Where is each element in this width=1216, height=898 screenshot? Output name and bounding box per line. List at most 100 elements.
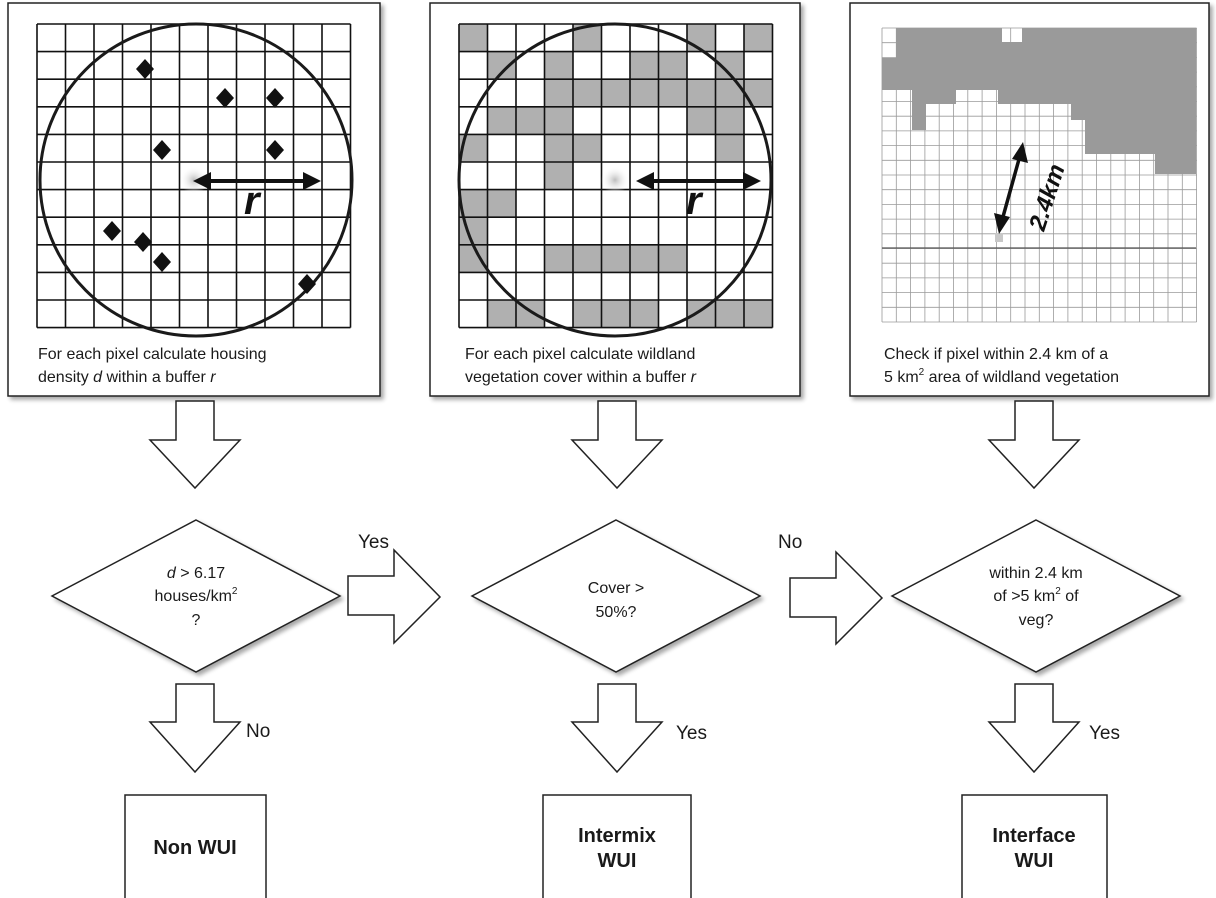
decision-line2: 50%? <box>596 604 637 621</box>
buffer-circle <box>38 22 354 338</box>
decision-line1: d > 6.17 <box>167 565 225 582</box>
arrow-down-d1 <box>148 683 242 774</box>
result-label-line2: WUI <box>1015 850 1054 872</box>
vegetation-cell <box>630 244 659 273</box>
vegetation-cell <box>601 300 630 328</box>
decision-line3: veg? <box>1019 612 1054 629</box>
panel-caption-line2: 5 km2 area of wildland vegetation <box>884 367 1119 386</box>
panel-caption-line2: vegetation cover within a buffer r <box>465 369 697 386</box>
center-pixel <box>601 166 629 194</box>
decision-line2: of >5 km2 of <box>993 586 1079 605</box>
house-markers <box>103 59 316 294</box>
house-marker <box>298 274 316 294</box>
vegetation-cell <box>487 106 516 135</box>
panel-caption-line1: Check if pixel within 2.4 km of a <box>884 346 1108 363</box>
vegetation-cell <box>544 79 573 107</box>
vegetation-cell <box>573 134 602 162</box>
house-marker <box>134 232 152 252</box>
vegetation-cell <box>544 51 573 80</box>
decision-line1: within 2.4 km <box>988 565 1082 582</box>
edge-label-no: No <box>246 721 270 742</box>
result-intermix-wui: Intermix WUI <box>542 794 692 898</box>
decision-housing-density: d > 6.17 houses/km2 ? <box>50 519 342 673</box>
vegetation-cell <box>573 244 602 273</box>
panel-caption-line2: density d within a buffer r <box>38 369 216 386</box>
edge-label-yes: Yes <box>1089 723 1120 744</box>
panel-frame <box>7 2 381 397</box>
arrow-right-d1-to-d2 <box>347 548 442 645</box>
decision-vegetation-cover: Cover > 50%? <box>470 519 762 673</box>
decision-line3: ? <box>192 612 201 629</box>
decision-line2: houses/km2 <box>155 586 238 605</box>
vegetation-cell <box>658 79 687 107</box>
vegetation-cell <box>630 51 659 80</box>
vegetation-cell <box>687 106 716 135</box>
vegetation-cell <box>487 300 516 328</box>
decision-line1: Cover > <box>588 580 644 597</box>
radius-arrow <box>193 172 321 190</box>
panel-housing-density: r For each pixel calculate housing densi… <box>7 2 381 397</box>
vegetation-cell <box>658 244 687 273</box>
vegetation-cell <box>715 300 744 328</box>
vegetation-cell <box>516 106 545 135</box>
distance-arrow <box>994 142 1028 234</box>
vegetation-cell <box>744 79 773 107</box>
vegetation-cell <box>658 51 687 80</box>
result-label-line1: Intermix <box>578 825 656 847</box>
panel-vegetation-cover: r For each pixel calculate wildland vege… <box>429 2 801 397</box>
edge-label-no: No <box>778 532 802 553</box>
vegetation-cell <box>687 79 716 107</box>
vegetation-cell <box>715 106 744 135</box>
result-non-wui: Non WUI <box>124 794 267 898</box>
house-marker <box>266 140 284 160</box>
buffer-circle <box>457 22 773 338</box>
house-marker <box>153 140 171 160</box>
vegetation-cell <box>687 24 716 52</box>
vegetation-cell <box>487 189 516 218</box>
house-marker <box>103 221 121 241</box>
panel-caption-line1: For each pixel calculate wildland <box>465 346 695 363</box>
arrow-down-panel3 <box>987 400 1081 490</box>
house-marker <box>266 88 284 108</box>
vegetation-cell <box>544 134 573 162</box>
radius-label: r <box>244 179 262 223</box>
vegetation-cell <box>744 24 773 52</box>
vegetation-cell <box>601 79 630 107</box>
vegetation-cell <box>459 24 488 52</box>
vegetation-cell <box>601 244 630 273</box>
vegetation-cell <box>744 300 773 328</box>
decision-vegetation-proximity: within 2.4 km of >5 km2 of veg? <box>890 519 1182 673</box>
vegetation-cell <box>630 300 659 328</box>
target-pixel <box>995 233 1003 242</box>
arrow-down-d2 <box>570 683 664 774</box>
vegetation-cell <box>630 79 659 107</box>
vegetation-patch <box>882 28 1196 174</box>
panel-caption-line1: For each pixel calculate housing <box>38 346 267 363</box>
panel-vegetation-proximity: 2.4km Check if pixel within 2.4 km of a … <box>849 2 1210 397</box>
arrow-down-panel1 <box>148 400 242 490</box>
vegetation-cell <box>715 134 744 162</box>
edge-label-yes: Yes <box>676 723 707 744</box>
result-label-line2: WUI <box>598 850 637 872</box>
vegetation-cell <box>544 106 573 135</box>
pixel-grid <box>458 23 774 329</box>
radius-label: r <box>686 179 704 223</box>
edge-label-yes: Yes <box>358 532 389 553</box>
vegetation-cell <box>544 244 573 273</box>
result-label-line1: Interface <box>992 825 1075 847</box>
radius-arrow <box>636 172 761 190</box>
center-pixel <box>180 166 208 194</box>
arrow-down-d3 <box>987 683 1081 774</box>
house-marker <box>136 59 154 79</box>
house-marker <box>153 252 171 272</box>
vegetation-cell <box>544 162 573 190</box>
vegetation-cell <box>573 300 602 328</box>
vegetation-cell <box>715 79 744 107</box>
house-marker <box>216 88 234 108</box>
vegetation-cell <box>573 79 602 107</box>
arrow-down-panel2 <box>570 400 664 490</box>
arrow-right-d2-to-d3 <box>789 550 884 646</box>
vegetation-cell <box>459 244 488 273</box>
result-label: Non WUI <box>153 837 236 859</box>
